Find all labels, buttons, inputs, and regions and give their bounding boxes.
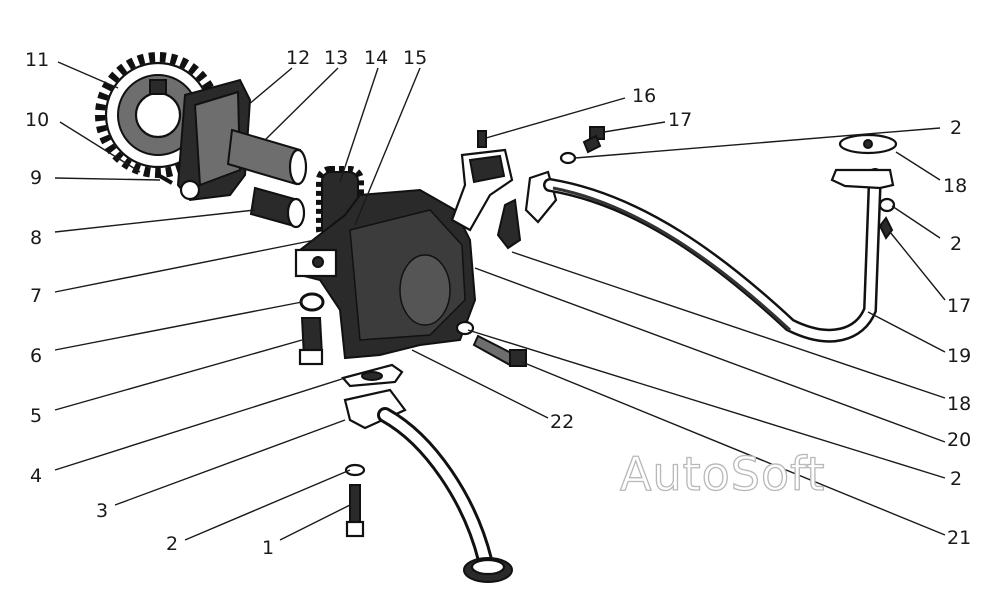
gasket-part xyxy=(341,363,404,388)
callout-22: 22 xyxy=(550,411,574,433)
callout-18-upper: 18 xyxy=(943,175,967,197)
callout-21: 21 xyxy=(947,527,971,549)
callout-19: 19 xyxy=(947,345,971,367)
callout-11: 11 xyxy=(25,49,49,71)
callout-4: 4 xyxy=(30,465,42,487)
callout-8: 8 xyxy=(30,227,42,249)
ring-part xyxy=(299,292,325,312)
pump-mount-bracket-part xyxy=(450,148,514,232)
bolt-front-part xyxy=(455,320,527,367)
callout-17-upper: 17 xyxy=(668,109,692,131)
callout-14: 14 xyxy=(364,47,388,69)
callout-10: 10 xyxy=(25,109,49,131)
oil-pipe-part xyxy=(496,133,898,343)
suction-pipe-part xyxy=(343,388,513,583)
callout-17-right: 17 xyxy=(947,295,971,317)
callout-18-lower: 18 xyxy=(947,393,971,415)
callout-5: 5 xyxy=(30,405,42,427)
callout-1: 1 xyxy=(262,537,274,559)
callout-12: 12 xyxy=(286,47,310,69)
callout-2-right: 2 xyxy=(950,233,962,255)
plug-part xyxy=(298,317,324,366)
callout-16: 16 xyxy=(632,85,656,107)
pump-body-part xyxy=(294,188,477,360)
callout-13: 13 xyxy=(324,47,348,69)
watermark-text: AutoSoft xyxy=(620,447,826,501)
callout-9: 9 xyxy=(30,167,42,189)
callout-2-lower-right: 2 xyxy=(950,468,962,490)
callout-2-upper-right: 2 xyxy=(950,117,962,139)
leader-lines xyxy=(54,61,946,541)
callout-20: 20 xyxy=(947,429,971,451)
callout-2-lower-left: 2 xyxy=(166,533,178,555)
pump-bracket-part xyxy=(176,78,252,202)
bolt-lower-part xyxy=(344,463,366,538)
callout-6: 6 xyxy=(30,345,42,367)
callout-3: 3 xyxy=(96,500,108,522)
callout-7: 7 xyxy=(30,285,42,307)
bushing-part xyxy=(249,186,306,229)
pin-part xyxy=(157,173,173,185)
drive-shaft-part xyxy=(226,128,308,186)
callout-15: 15 xyxy=(403,47,427,69)
bolt-right-part xyxy=(878,197,896,240)
screw-part xyxy=(477,130,487,148)
callout-numbers: 11 10 9 8 7 6 5 4 3 2 1 12 13 14 15 16 1… xyxy=(25,47,971,559)
